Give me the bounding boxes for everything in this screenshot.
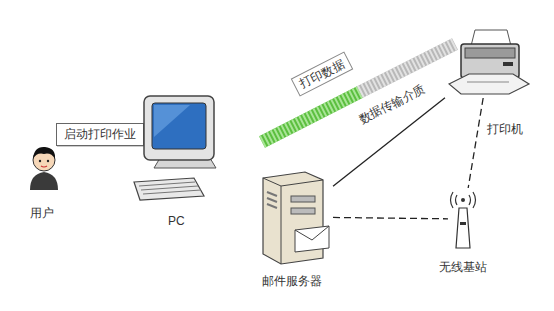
user-icon xyxy=(24,140,64,190)
band-grey-stripes xyxy=(360,44,455,92)
node-text: 启动打印作业 xyxy=(64,127,136,142)
wireless-link xyxy=(333,217,448,218)
node-label: PC xyxy=(168,214,185,228)
pc-figure: PC xyxy=(130,92,222,204)
data-tag: 打印数据 xyxy=(291,51,354,96)
band-grey xyxy=(360,44,455,92)
pc-icon xyxy=(130,92,222,204)
node-label: 打印机 xyxy=(487,122,523,136)
base-station-figure: 无线基站 xyxy=(448,188,478,250)
user-figure: 用户 xyxy=(24,140,64,190)
printer-figure: 打印机 xyxy=(445,28,533,98)
node-label: 邮件服务器 xyxy=(262,274,322,288)
node-label: 用户 xyxy=(30,206,54,220)
band-green-stripes xyxy=(262,92,360,142)
callout-box: 启动打印作业 xyxy=(56,123,144,146)
wireless-link xyxy=(468,98,483,188)
band-green xyxy=(262,92,360,142)
mail-server-figure: 邮件服务器 xyxy=(255,168,333,266)
printer-icon xyxy=(445,28,533,98)
base-station-icon xyxy=(448,188,478,250)
server-icon xyxy=(255,168,333,266)
node-text: 打印数据 xyxy=(297,57,346,91)
node-label: 无线基站 xyxy=(439,260,487,274)
